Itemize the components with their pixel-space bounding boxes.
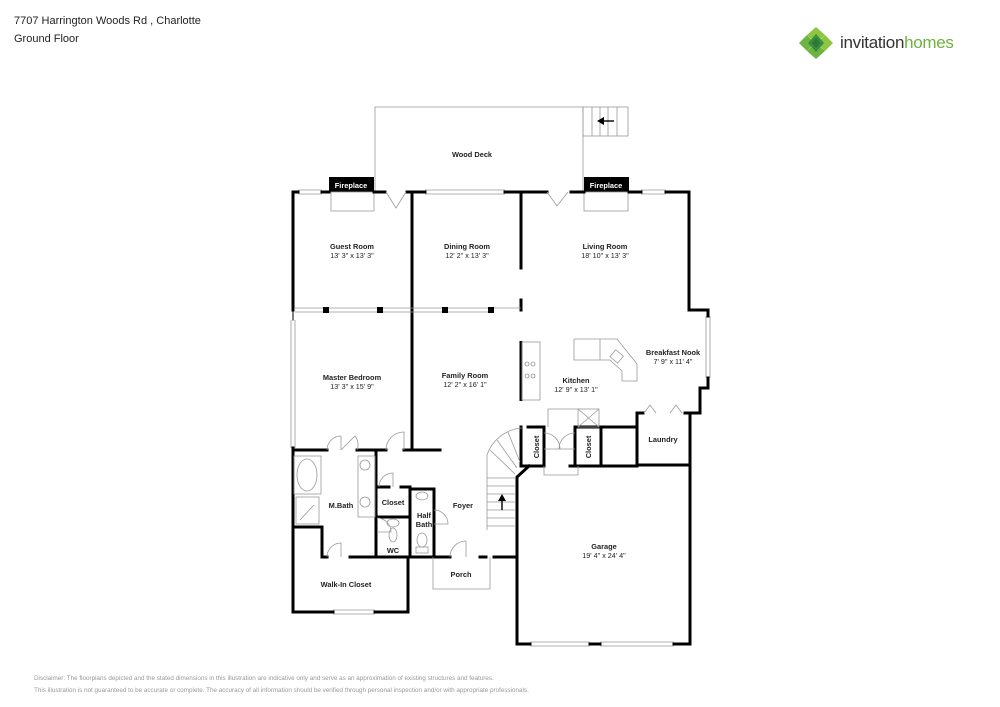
logo-mark-icon <box>799 27 833 59</box>
room-label-breakfast-nook: Breakfast Nook <box>646 348 701 357</box>
svg-text:Fireplace: Fireplace <box>335 181 367 190</box>
staircase <box>486 427 523 530</box>
room-label-dining-room: Dining Room <box>444 242 490 251</box>
room-label-guest-room: Guest Room <box>330 242 374 251</box>
room-label-porch: Porch <box>451 570 472 579</box>
room-label-laundry: Laundry <box>648 435 678 444</box>
room-label-living-room: Living Room <box>583 242 628 251</box>
room-dims-garage: 19' 4" x 24' 4" <box>582 551 626 560</box>
room-dims-family-room: 12' 2" x 16' 1" <box>443 380 487 389</box>
windows <box>290 189 711 647</box>
room-label-wood-deck: Wood Deck <box>452 150 493 159</box>
room-dims-kitchen: 12' 9" x 13' 1" <box>554 385 598 394</box>
floor-name: Ground Floor <box>14 33 79 45</box>
fireplace-right: Fireplace <box>583 177 629 212</box>
fireplace-left: Fireplace <box>329 177 375 212</box>
room-label-closet-mbath: Closet <box>382 498 405 507</box>
svg-text:Fireplace: Fireplace <box>590 181 622 190</box>
brand-name-part1: invitation <box>840 33 905 52</box>
stair-arrow-left-icon <box>597 117 614 125</box>
room-label-master-bedroom: Master Bedroom <box>323 373 382 382</box>
room-label-foyer: Foyer <box>453 501 473 510</box>
kitchen-counter-peninsula <box>573 338 638 382</box>
brand-logo: invitationhomes <box>798 26 954 60</box>
room-label-closet-stair: Closet <box>532 435 541 458</box>
room-dims-guest-room: 13' 3" x 13' 3" <box>330 251 374 260</box>
doors <box>326 191 683 558</box>
room-label-half-bath-2: Bath <box>416 520 433 529</box>
room-dims-master-bedroom: 13' 3" x 15' 9" <box>330 382 374 391</box>
room-dims-living-room: 18' 10" x 13' 3" <box>581 251 629 260</box>
room-label-walk-in-closet: Walk-In Closet <box>321 580 372 589</box>
disclaimer-line-2: This illustration is not guaranteed to b… <box>34 687 529 694</box>
room-label-garage: Garage <box>591 542 616 551</box>
walls <box>291 190 710 646</box>
property-address: 7707 Harrington Woods Rd , Charlotte <box>14 15 201 27</box>
room-label-m-bath: M.Bath <box>329 501 354 510</box>
disclaimer-line-1: Disclaimer: The floorplans depicted and … <box>34 675 494 682</box>
room-label-family-room: Family Room <box>442 371 489 380</box>
room-label-kitchen: Kitchen <box>562 376 590 385</box>
room-label-closet-kitchen: Closet <box>584 435 593 458</box>
stair-arrow-up-icon <box>498 494 506 510</box>
bath-fixtures <box>293 455 429 554</box>
posts <box>323 307 494 313</box>
room-label-half-bath-1: Half <box>417 511 432 520</box>
room-dims-breakfast-nook: 7' 9" x 11' 4" <box>654 357 693 366</box>
room-dims-dining-room: 12' 2" x 13' 3" <box>445 251 489 260</box>
brand-name-part2: homes <box>904 33 954 52</box>
kitchen-island <box>519 341 541 401</box>
room-label-wc: WC <box>387 546 400 555</box>
